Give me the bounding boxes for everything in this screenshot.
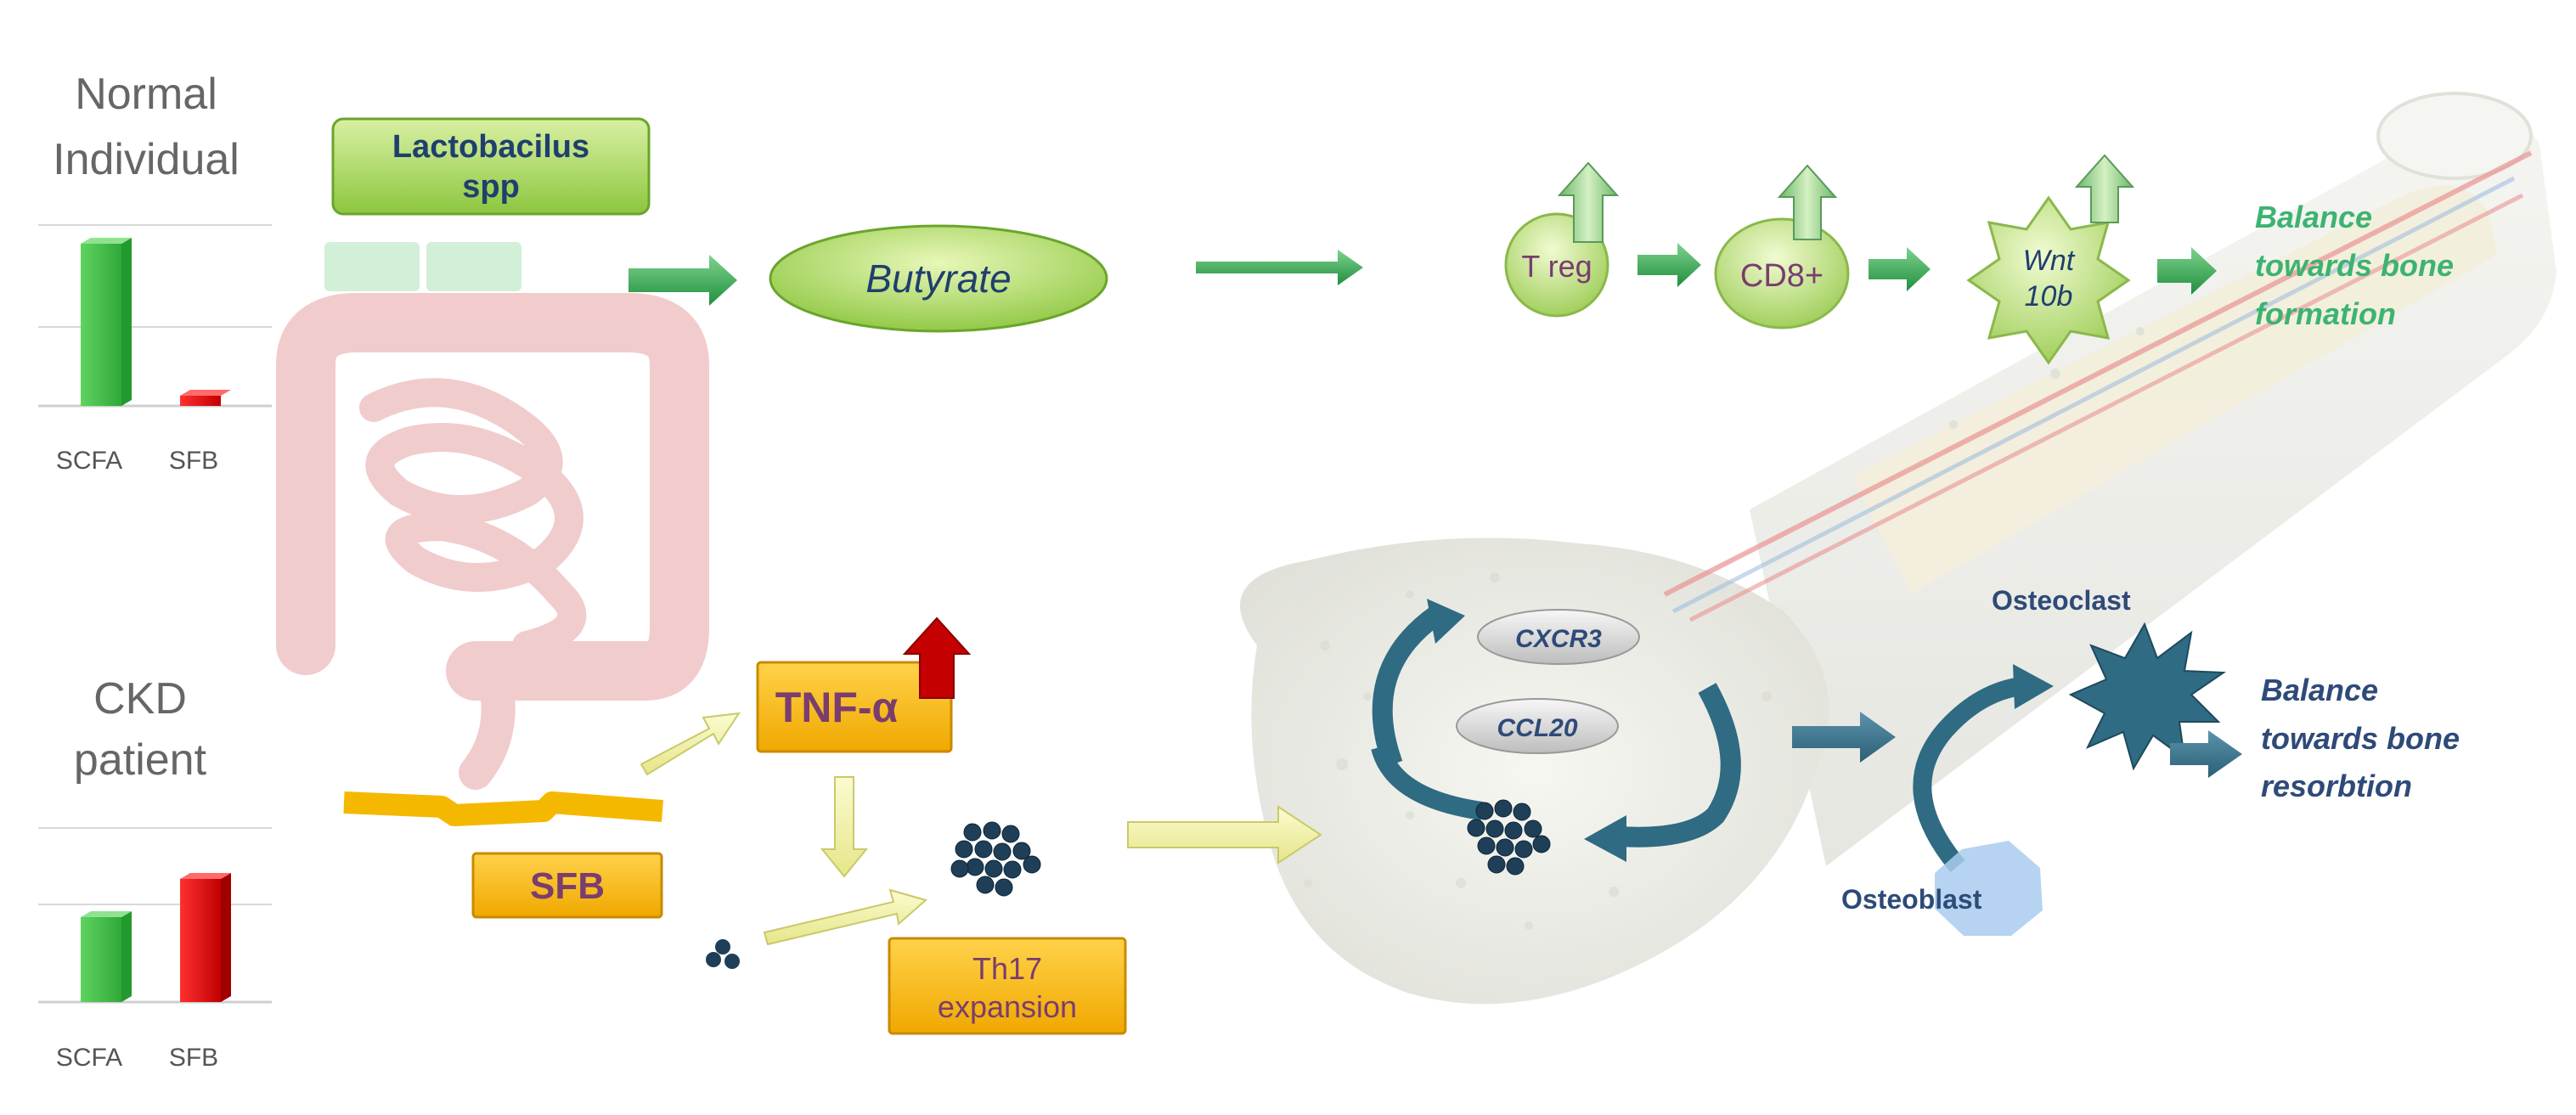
- osteoblast-label: Osteoblast: [1841, 884, 1982, 915]
- chart-label-sfb: SFB: [169, 1044, 218, 1072]
- normal-title-line2: Individual: [53, 135, 240, 184]
- cxcr3-label: CXCR3: [1515, 625, 1602, 653]
- bar-sfb: [180, 879, 221, 1002]
- bar-scfa: [81, 244, 121, 406]
- cd8-cell: CD8+: [1714, 217, 1850, 329]
- resorption-line2: towards bone: [2261, 721, 2460, 756]
- arrow-sfb-to-tnf: [640, 712, 741, 776]
- bone-formation-outcome: Balance towards bone formation: [2255, 200, 2454, 331]
- blood-vessel-red-2: [1688, 193, 2524, 622]
- ckd-title-line1: CKD: [93, 674, 187, 724]
- cd8-label: CD8+: [1740, 258, 1823, 294]
- bar-scfa-side: [121, 911, 132, 1002]
- bar-scfa: [81, 917, 121, 1002]
- arrow-to-resorption: [2170, 730, 2242, 778]
- osteoclast-label: Osteoclast: [1992, 585, 2131, 616]
- resorption-line3: resorbtion: [2261, 769, 2412, 803]
- wnt-label-line2: 10b: [2025, 280, 2073, 313]
- formation-line3: formation: [2255, 296, 2396, 331]
- treg-label: T reg: [1521, 249, 1592, 284]
- chart-label-scfa: SCFA: [56, 447, 122, 475]
- bar-scfa-top: [81, 911, 132, 917]
- lactobacilus-rods: [324, 242, 521, 291]
- cd8-up-arrow-icon: [1777, 164, 1838, 240]
- bar-sfb-top: [180, 390, 231, 396]
- ccl20-oval: CCL20: [1456, 698, 1619, 754]
- wnt10b-star: Wnt 10b: [1966, 195, 2131, 365]
- marrow-cavity: [1852, 185, 2497, 594]
- butyrate-label: Butyrate: [865, 256, 1011, 301]
- sfb-box: SFB: [471, 852, 663, 919]
- th17-expansion-box: Th17 expansion: [888, 937, 1127, 1035]
- sfb-filament: [343, 791, 663, 826]
- chart-label-sfb: SFB: [169, 447, 218, 475]
- recruitment-cycle-arrows: [1371, 599, 1741, 862]
- wnt-label-line1: Wnt: [2023, 245, 2076, 277]
- arrow-th17-to-bone: [1127, 805, 1322, 864]
- arrow-to-butyrate: [628, 255, 737, 306]
- arrow-to-treg: [1196, 250, 1363, 285]
- bar-sfb: [180, 396, 221, 406]
- bone-resorption-outcome: Balance towards bone resorbtion: [2261, 673, 2460, 803]
- arrow-to-formation: [2157, 247, 2217, 295]
- lactobacilus-label-line1: Lactobacilus: [392, 129, 589, 165]
- osteoblast-icon: [1935, 841, 2043, 936]
- blood-vessel-red: [1663, 150, 2533, 597]
- arrow-naive-to-th17: [763, 888, 928, 946]
- butyrate-ellipse: Butyrate: [769, 224, 1108, 333]
- bar-scfa-top: [81, 238, 132, 244]
- arrow-to-wnt: [1869, 247, 1931, 291]
- bar-sfb-side: [221, 873, 231, 1002]
- lactobacilus-label-line2: spp: [462, 169, 520, 205]
- ckd-bar-chart: SCFA SFB: [38, 827, 272, 1072]
- resorption-line1: Balance: [2261, 673, 2378, 707]
- osteoblast-to-osteoclast-arrow: [1913, 664, 2054, 873]
- arrow-to-cd8: [1637, 243, 1701, 287]
- tnf-alpha-label: TNF-α: [775, 684, 899, 731]
- tnf-alpha-box: TNF-α: [756, 661, 953, 753]
- bar-scfa-side: [121, 238, 132, 406]
- osteoclast-icon: [2068, 622, 2227, 771]
- naive-t-cells: [706, 939, 740, 969]
- intestine-illustration: [276, 293, 709, 790]
- formation-line2: towards bone: [2255, 248, 2454, 283]
- th17-label-line2: expansion: [938, 989, 1077, 1024]
- tnf-red-up-arrow-icon: [902, 617, 972, 699]
- wnt-up-arrow-icon: [2074, 154, 2135, 223]
- th17-cell-cluster: [950, 821, 1041, 897]
- bone-end-cap: [2376, 92, 2533, 180]
- formation-line1: Balance: [2255, 200, 2372, 234]
- blood-vessel-blue: [1671, 176, 2516, 614]
- arrow-tnf-down: [820, 776, 869, 878]
- normal-title-line1: Normal: [75, 70, 217, 119]
- small-intestine: [359, 378, 587, 660]
- cxcr3-oval: CXCR3: [1477, 609, 1640, 665]
- large-intestine: [276, 293, 709, 701]
- ckd-title-line2: patient: [74, 735, 207, 785]
- chart-label-scfa: SCFA: [56, 1044, 122, 1072]
- normal-bar-chart: SCFA SFB: [38, 224, 272, 475]
- bar-sfb-top: [180, 873, 231, 879]
- ccl20-label: CCL20: [1497, 714, 1577, 742]
- rectum: [459, 654, 516, 790]
- arrow-to-osteoclast-system: [1792, 712, 1896, 763]
- sfb-label: SFB: [530, 865, 605, 907]
- recruited-th17-cluster: [1467, 799, 1551, 876]
- treg-up-arrow-icon: [1557, 161, 1620, 243]
- th17-label-line1: Th17: [972, 951, 1042, 986]
- lactobacilus-box: Lactobacilus spp: [331, 117, 651, 216]
